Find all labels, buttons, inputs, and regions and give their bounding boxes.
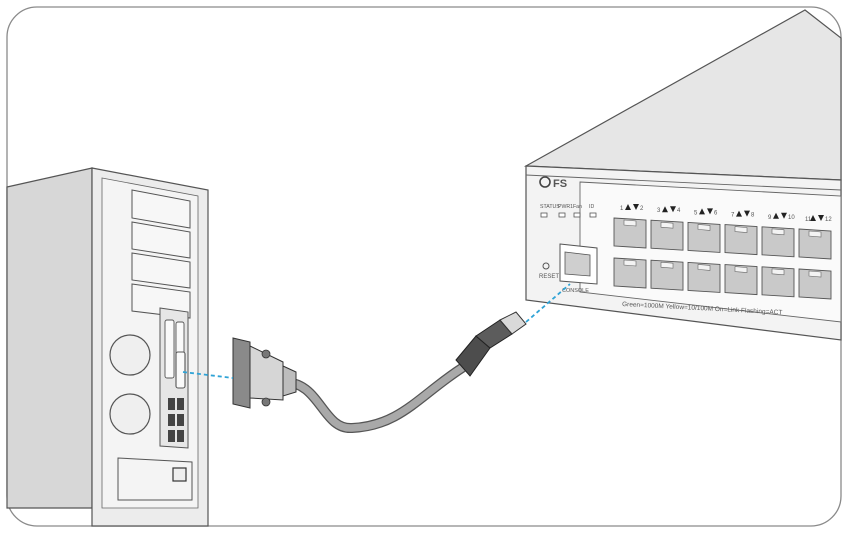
rj45-connector bbox=[455, 311, 527, 377]
port-number: 7 bbox=[731, 213, 735, 219]
down-arrow-icon bbox=[781, 212, 787, 219]
ethernet-port bbox=[798, 228, 832, 260]
port-number: 12 bbox=[825, 217, 832, 223]
status-led bbox=[558, 212, 566, 218]
ethernet-port bbox=[687, 221, 721, 253]
port-number: 10 bbox=[788, 215, 795, 221]
port-number: 6 bbox=[714, 210, 718, 216]
down-arrow-icon bbox=[633, 204, 639, 210]
led-label: PWR1 bbox=[558, 204, 573, 210]
up-arrow-icon bbox=[625, 204, 631, 210]
pc-drive-bays bbox=[131, 189, 191, 319]
ethernet-port bbox=[613, 217, 647, 249]
ethernet-port bbox=[613, 257, 647, 289]
down-arrow-icon bbox=[670, 206, 676, 213]
led-label: STATUS bbox=[540, 204, 560, 210]
console-cable bbox=[232, 311, 527, 433]
db9-connector bbox=[232, 337, 297, 409]
port-number: 2 bbox=[640, 206, 644, 212]
ethernet-port bbox=[724, 264, 758, 296]
rj45-to-console-dashline bbox=[525, 283, 571, 323]
switch-brand-logo: FS bbox=[539, 176, 567, 190]
pc-side-panel bbox=[6, 167, 93, 509]
port-number: 4 bbox=[677, 208, 681, 214]
up-arrow-icon bbox=[736, 210, 742, 217]
status-led bbox=[540, 212, 548, 218]
up-arrow-icon bbox=[773, 212, 779, 219]
down-arrow-icon bbox=[744, 210, 750, 217]
ethernet-port bbox=[761, 226, 795, 258]
pc-to-db9-dashline bbox=[182, 371, 234, 379]
switch-brand-text: FS bbox=[553, 178, 567, 190]
pc-fan-top bbox=[109, 334, 151, 376]
down-arrow-icon bbox=[818, 215, 824, 221]
port-number: 3 bbox=[657, 208, 661, 214]
port-number: 5 bbox=[694, 210, 698, 216]
ethernet-port bbox=[650, 219, 684, 251]
down-arrow-icon bbox=[707, 208, 713, 215]
status-led bbox=[573, 212, 581, 218]
ethernet-port bbox=[798, 268, 832, 300]
reset-label: RESET bbox=[539, 274, 559, 280]
port-number: 9 bbox=[768, 215, 772, 221]
ethernet-port bbox=[687, 261, 721, 293]
pc-tower bbox=[6, 167, 209, 527]
port-number: 11 bbox=[805, 217, 812, 223]
reset-button bbox=[542, 262, 550, 270]
led-label: Fan bbox=[573, 204, 582, 210]
up-arrow-icon bbox=[699, 208, 705, 215]
ethernet-port bbox=[761, 266, 795, 298]
up-arrow-icon bbox=[810, 215, 816, 221]
port-number: 1 bbox=[620, 206, 624, 212]
console-label: CONSOLE bbox=[562, 288, 589, 294]
led-label: ID bbox=[589, 204, 594, 210]
port-number: 8 bbox=[751, 213, 755, 219]
pc-serial-port bbox=[175, 351, 186, 389]
status-led bbox=[589, 212, 597, 218]
ethernet-port bbox=[724, 224, 758, 256]
ethernet-port bbox=[650, 259, 684, 291]
pc-fan-bottom bbox=[109, 393, 151, 435]
up-arrow-icon bbox=[662, 206, 668, 213]
